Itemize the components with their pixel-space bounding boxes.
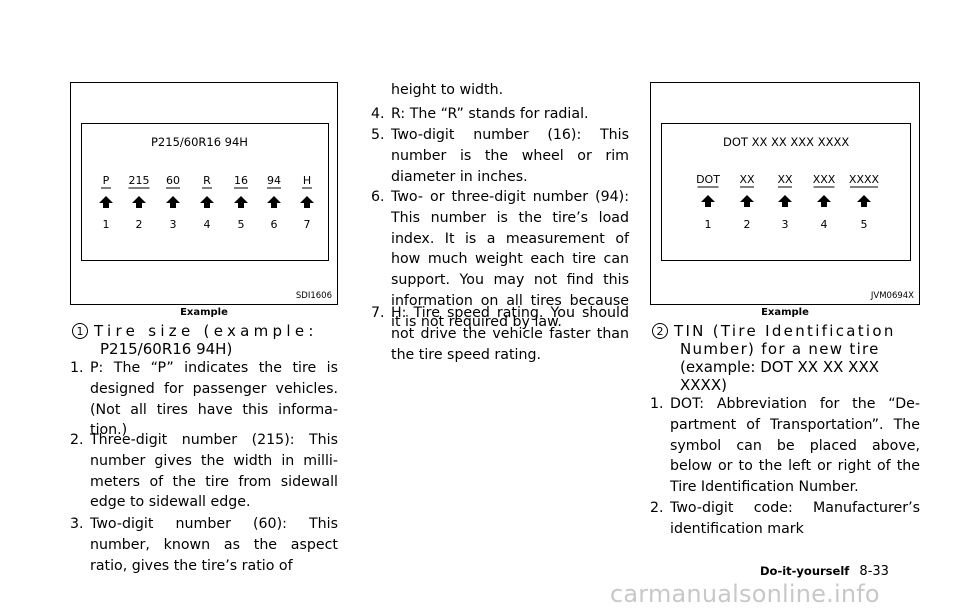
up-arrow-icon xyxy=(166,196,180,208)
footer-section-name: Do-it-yourself xyxy=(760,564,850,578)
diagram-number: 5 xyxy=(861,218,868,231)
up-arrow-icon xyxy=(857,195,871,207)
up-arrow-icon xyxy=(200,196,214,208)
diagram-number: 1 xyxy=(705,218,712,231)
figure-caption: Example xyxy=(180,307,228,318)
tin-code: DOT XX XX XXX XXXX xyxy=(723,135,850,149)
tire-size-diagram: P 1 215 2 60 3 R 4 16 5 94 6 H 7 xyxy=(99,174,314,231)
diagram-number: 4 xyxy=(821,218,828,231)
figure-code: JVM0694X xyxy=(870,291,914,301)
list-item: 1.DOT: Abbreviation for the “De-partment… xyxy=(650,396,920,496)
list-item: 3.Two-digit number (60): This number, kn… xyxy=(70,516,338,574)
up-arrow-icon xyxy=(267,196,281,208)
page-footer: Do-it-yourself 8-33 xyxy=(760,564,889,579)
page-number: 8-33 xyxy=(859,564,889,579)
figure-tire-size: P215/60R16 94H P 1 215 2 60 3 R 4 16 5 94 6 H 7 SDI16… xyxy=(70,82,338,305)
diagram-number: 6 xyxy=(271,218,278,231)
diagram-number: 1 xyxy=(103,218,110,231)
diagram-number: 7 xyxy=(304,218,311,231)
list-item: 6.Two- or three-digit number (94): This … xyxy=(371,189,629,330)
diagram-label: 60 xyxy=(166,174,180,187)
diagram-number: 4 xyxy=(204,218,211,231)
diagram-label: 94 xyxy=(267,174,281,187)
up-arrow-icon xyxy=(740,195,754,207)
watermark: carmanualsonline.info xyxy=(610,580,880,608)
list-item: 7.H: Tire speed rating. You should not d… xyxy=(371,305,629,363)
circled-number-2: 2 xyxy=(652,323,668,339)
diagram-number: 5 xyxy=(238,218,245,231)
tin-diagram: DOT 1 XX 2 XX 3 XXX 4 XXXX 5 xyxy=(696,173,880,231)
diagram-number: 3 xyxy=(782,218,789,231)
figure-caption: Example xyxy=(761,307,809,318)
up-arrow-icon xyxy=(234,196,248,208)
tire-label-frame xyxy=(81,123,329,261)
tin-label-frame xyxy=(661,123,911,261)
diagram-label: 16 xyxy=(234,174,248,187)
diagram-number: 2 xyxy=(136,218,143,231)
list-item: 2.Two-digit code: Manufacturer’s identif… xyxy=(650,500,920,537)
diagram-label: DOT xyxy=(696,173,720,186)
diagram-number: 3 xyxy=(170,218,177,231)
diagram-label: 215 xyxy=(129,174,150,187)
diagram-label: R xyxy=(203,174,211,187)
diagram-label: XX xyxy=(777,173,793,186)
up-arrow-icon xyxy=(132,196,146,208)
continued-text: height to width. xyxy=(391,82,504,98)
list-item: 1.P: The “P” indicates the tire is desig… xyxy=(70,360,338,439)
tire-size-code: P215/60R16 94H xyxy=(151,135,248,149)
list-item: 2.Three-digit number (215): This number … xyxy=(70,432,338,511)
up-arrow-icon xyxy=(300,196,314,208)
up-arrow-icon xyxy=(817,195,831,207)
diagram-label: P xyxy=(103,174,110,187)
diagram-label: XXXX xyxy=(849,173,880,186)
diagram-number: 2 xyxy=(744,218,751,231)
list-item: 5.Two-digit number (16): This number is … xyxy=(371,127,629,185)
diagram-label: H xyxy=(303,174,311,187)
figure-tin: DOT XX XX XXX XXXX DOT 1 XX 2 XX 3 XXX 4 XXXX 5 J… xyxy=(650,82,920,305)
diagram-label: XX xyxy=(739,173,755,186)
up-arrow-icon xyxy=(701,195,715,207)
list-item: 4.R: The “R” stands for radial. xyxy=(371,106,589,122)
figure-code: SDI1606 xyxy=(295,291,332,301)
diagram-label: XXX xyxy=(813,173,836,186)
circled-number-1: 1 xyxy=(72,323,88,339)
up-arrow-icon xyxy=(99,196,113,208)
up-arrow-icon xyxy=(778,195,792,207)
